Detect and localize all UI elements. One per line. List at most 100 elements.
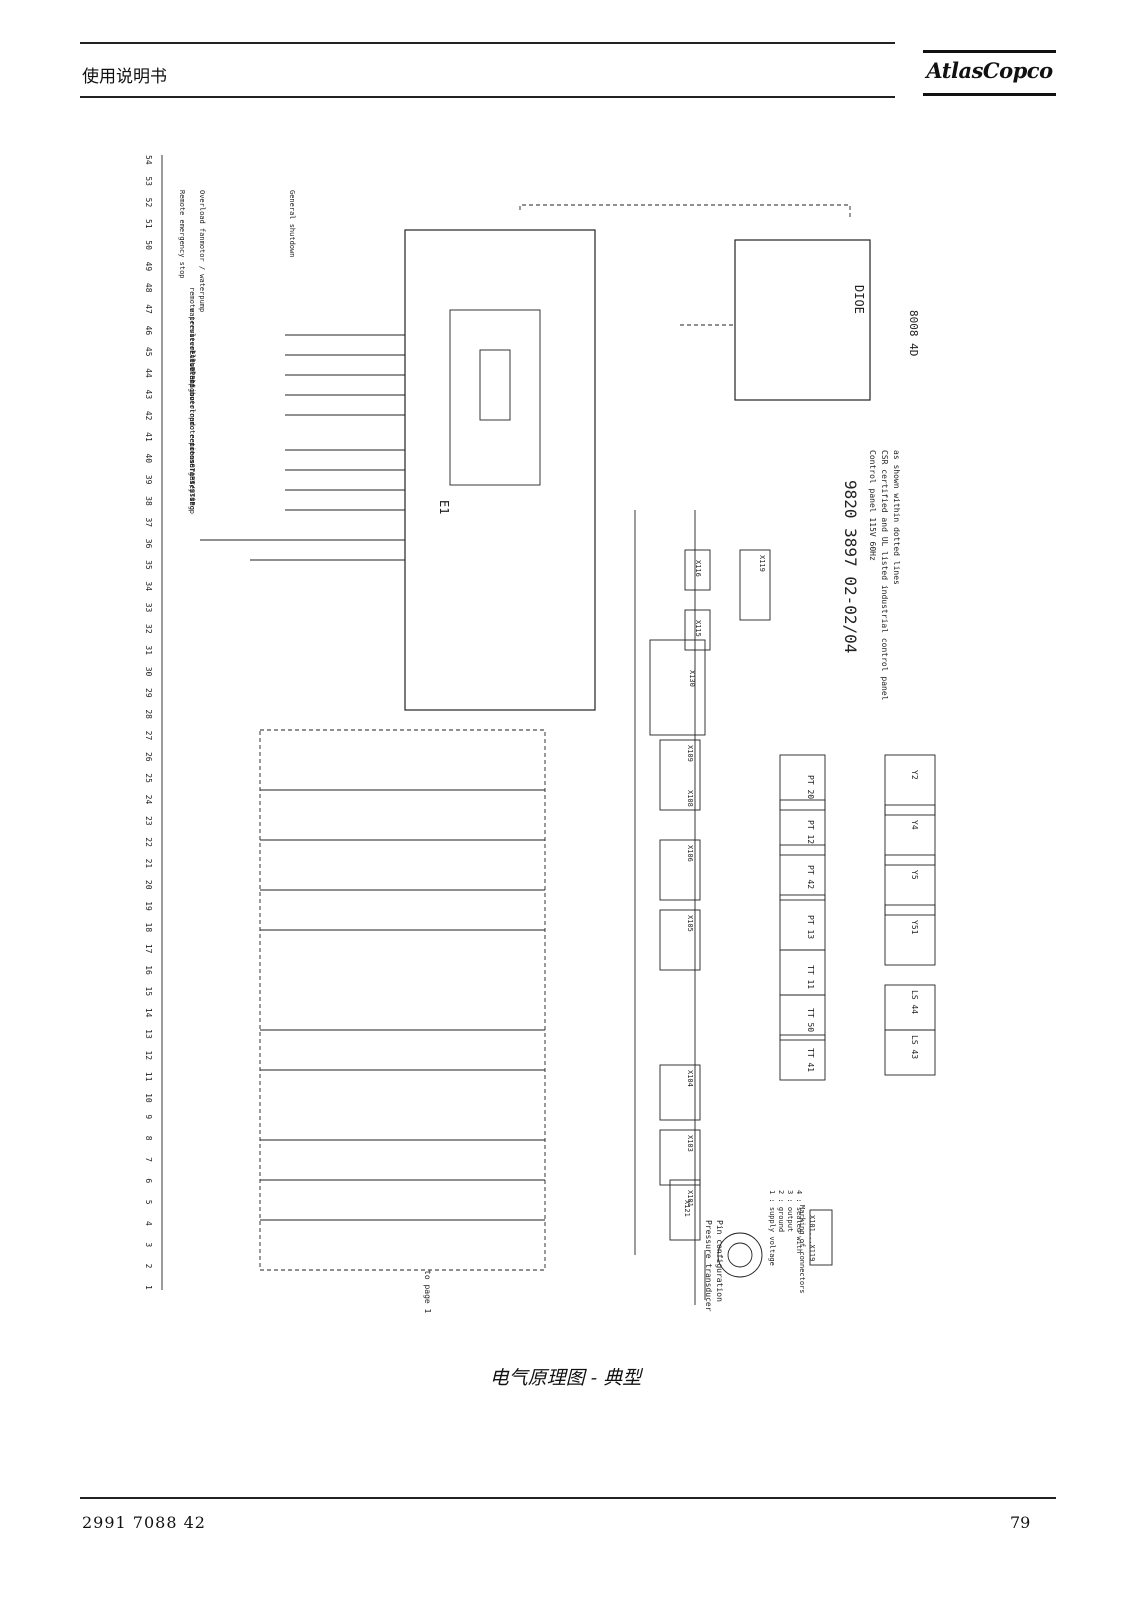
pin-legend-3: 3 : output (786, 1190, 794, 1232)
ruler-number: 35 (144, 560, 153, 570)
ruler-number: 36 (144, 539, 153, 549)
sensor-label: Y2 (910, 770, 919, 780)
sensor-label: LS 44 (910, 990, 919, 1014)
connector-label: X106 (686, 845, 694, 862)
top-label: Remote emergency stop (178, 190, 186, 279)
connector-label: X116 (694, 560, 702, 577)
ruler-number: 11 (144, 1072, 153, 1082)
connector-label: X119 (758, 555, 766, 572)
ruler-number: 15 (144, 987, 153, 997)
brand-logo-text: AtlasCopco (926, 58, 1053, 83)
sensor-label: TT 50 (806, 1008, 815, 1032)
connector-label: X101 (686, 1190, 694, 1207)
ruler-number: 4 (144, 1221, 153, 1226)
note-line-3: as shown within dotted lines (892, 450, 901, 585)
top-labels: Remote emergency stop Overload fanmotor /… (178, 190, 296, 312)
input-label: remote press. set selection (188, 287, 196, 401)
sensor-label: TT 41 (806, 1048, 815, 1072)
top-label: General shutdown (288, 190, 296, 257)
ruler-number: 50 (144, 240, 153, 250)
ruler-number: 3 (144, 1242, 153, 1247)
ruler-number: 1 (144, 1285, 153, 1290)
ruler-number: 25 (144, 773, 153, 783)
ruler-number: 40 (144, 453, 153, 463)
document-number: 2991 7088 42 (82, 1513, 206, 1532)
marking-sub: X101...X119 (808, 1215, 816, 1261)
ruler-number: 38 (144, 496, 153, 506)
ruler-number: 46 (144, 326, 153, 336)
sensor-label: PT 13 (806, 915, 815, 939)
input-label: remote START/STOP (188, 434, 196, 506)
input-label: FAULT EAS (188, 350, 196, 388)
page-title: 使用说明书 (82, 67, 167, 87)
ruler-number: 14 (144, 1008, 153, 1018)
ruler-number: 45 (144, 347, 153, 357)
connector-label: X103 (686, 1135, 694, 1152)
to-page-label: to page 1 (423, 1270, 432, 1314)
ruler-number: 7 (144, 1157, 153, 1162)
ruler-number: 16 (144, 965, 153, 975)
note-line-2: CSR certified and UL listed industrial c… (880, 450, 889, 701)
header-rule-bottom (80, 96, 895, 98)
ruler-number: 43 (144, 390, 153, 400)
ruler-number: 34 (144, 581, 153, 591)
ruler-number: 30 (144, 667, 153, 677)
page-number: 79 (1010, 1513, 1031, 1532)
ruler-number: 26 (144, 752, 153, 762)
connector-label: X115 (694, 620, 702, 637)
input-label: remote pressure sensing (188, 413, 196, 510)
sensor-label: PT 20 (806, 775, 815, 799)
ruler-number: 8 (144, 1136, 153, 1141)
ruler-numbers: 1234567891011121314151617181920212223242… (144, 155, 153, 1290)
connector-label: X121 (683, 1200, 691, 1217)
pin-legend-2: 2 : ground (777, 1190, 785, 1232)
sensor-label: PT 12 (806, 820, 815, 844)
marking-title: Marking of connectors (798, 1205, 806, 1294)
ruler-number: 52 (144, 198, 153, 208)
ruler-number: 22 (144, 837, 153, 847)
ruler-number: 12 (144, 1050, 153, 1060)
input-label: Pump overload (188, 371, 196, 426)
sensor-label: Y5 (910, 870, 919, 880)
ruler-number: 47 (144, 304, 153, 314)
ruler-number: 49 (144, 262, 153, 272)
connector-label: X108 (686, 790, 694, 807)
ruler-number: 53 (144, 176, 153, 186)
ruler-number: 44 (144, 368, 153, 378)
ruler-number: 19 (144, 901, 153, 911)
brand-logo: AtlasCopco (923, 50, 1056, 96)
ruler-number: 2 (144, 1264, 153, 1269)
ruler-number: 32 (144, 624, 153, 634)
ruler-number: 21 (144, 859, 153, 869)
ruler-number: 51 (144, 219, 153, 229)
electrical-schematic: 1234567891011121314151617181920212223242… (144, 155, 936, 1314)
input-label: motor protections (188, 392, 196, 464)
ruler-number: 37 (144, 517, 153, 527)
pin-legend-1: 1 : supply voltage (768, 1190, 776, 1266)
ruler-number: 39 (144, 475, 153, 485)
ruler-number: 17 (144, 944, 153, 954)
ruler-number: 9 (144, 1114, 153, 1119)
ruler-number: 41 (144, 432, 153, 442)
ruler-number: 5 (144, 1200, 153, 1205)
ruler-number: 42 (144, 411, 153, 421)
pin-config-title: Pressure transducer (704, 1220, 713, 1312)
ruler-number: 28 (144, 709, 153, 719)
ruler-number: 6 (144, 1178, 153, 1183)
pin-config-sub: Pin configuration (715, 1220, 724, 1302)
top-label: Overload fanmotor / waterpump (198, 190, 206, 312)
sensor-label: LS 43 (910, 1035, 919, 1059)
ruler-number: 54 (144, 155, 153, 165)
sheet-id: 8008 4D (907, 310, 920, 356)
ruler-number: 31 (144, 645, 153, 655)
header-rule-top (80, 42, 895, 44)
ruler-number: 27 (144, 731, 153, 741)
figure-caption: 电气原理图 - 典型 (489, 1367, 642, 1389)
sensor-label: PT 42 (806, 865, 815, 889)
input-label: water level low (188, 308, 196, 372)
note-line-1: Control panel 115V 60Hz (868, 450, 877, 561)
drawing-number: 9820 3897 02-02/04 (841, 480, 860, 653)
